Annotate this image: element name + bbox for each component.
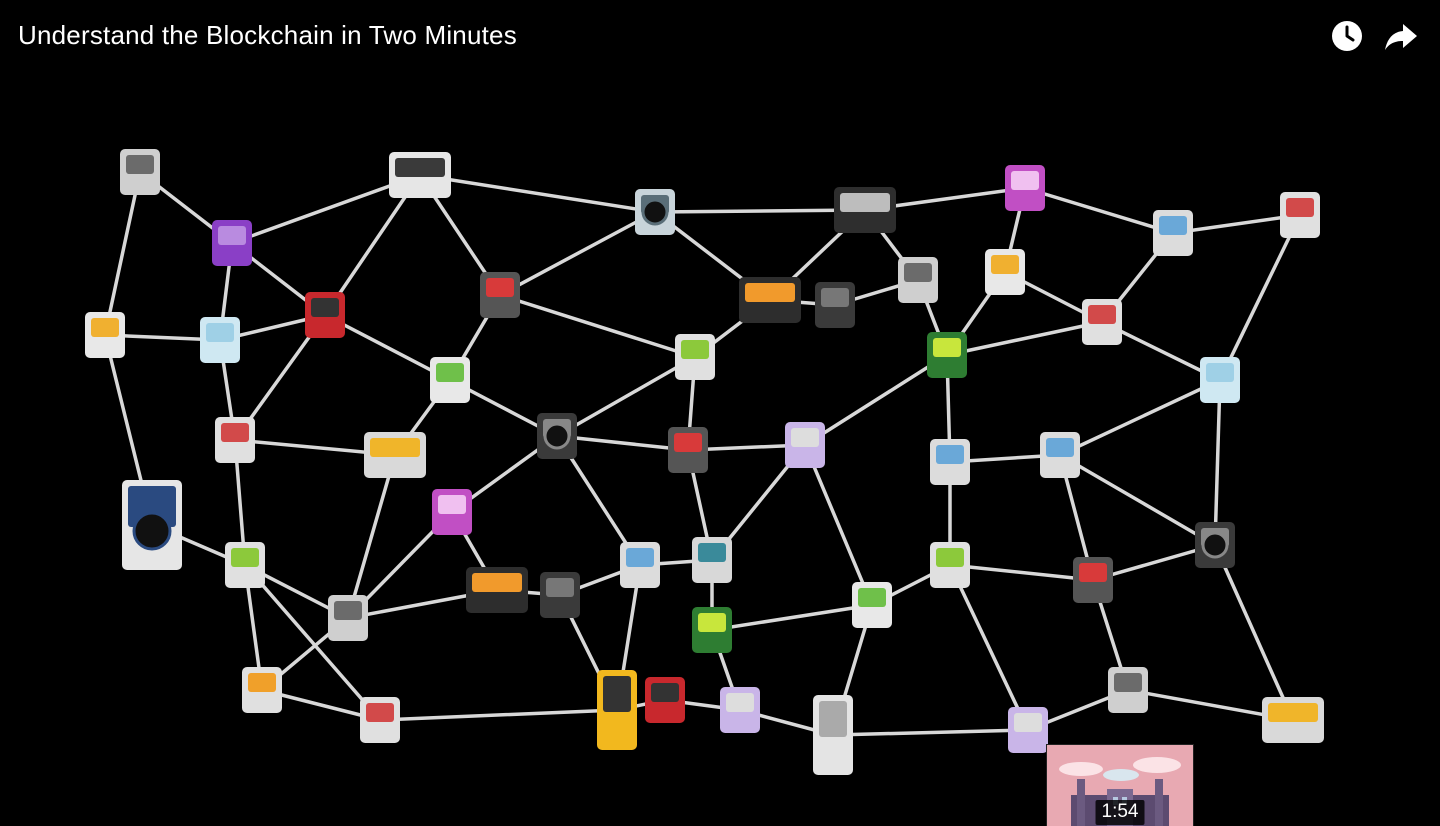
blender-icon bbox=[360, 697, 400, 743]
blender-icon bbox=[1082, 299, 1122, 345]
watch-later-button[interactable] bbox=[1325, 14, 1369, 58]
network-nodes bbox=[85, 149, 1324, 775]
phone-icon bbox=[620, 542, 660, 588]
video-duration: 1:54 bbox=[1095, 800, 1145, 825]
camera-icon bbox=[1195, 522, 1235, 568]
network-link bbox=[945, 320, 1104, 357]
fan-icon bbox=[635, 189, 675, 235]
handmixer-icon bbox=[720, 687, 760, 733]
toaster-icon bbox=[985, 249, 1025, 295]
network-link bbox=[243, 563, 382, 722]
phone-icon bbox=[930, 439, 970, 485]
speaker-icon bbox=[815, 282, 855, 328]
network-link bbox=[948, 563, 1095, 582]
iron-icon bbox=[1005, 165, 1045, 211]
microwave-icon bbox=[1262, 697, 1324, 743]
network-link bbox=[1058, 453, 1217, 547]
radiator-icon bbox=[813, 695, 853, 775]
video-title[interactable]: Understand the Blockchain in Two Minutes bbox=[18, 20, 517, 50]
network-link bbox=[1218, 213, 1302, 382]
network-link bbox=[1058, 378, 1222, 457]
network-link bbox=[323, 173, 422, 317]
jug-icon bbox=[1200, 357, 1240, 403]
vacuum-icon bbox=[305, 292, 345, 338]
network-link bbox=[346, 453, 397, 620]
network-link bbox=[1171, 213, 1302, 235]
blender-icon bbox=[215, 417, 255, 463]
network-link bbox=[831, 728, 1030, 737]
toaster-icon bbox=[85, 312, 125, 358]
mixer-icon bbox=[930, 542, 970, 588]
network-link bbox=[1213, 543, 1295, 722]
handmixer-icon bbox=[1008, 707, 1048, 753]
network-link bbox=[803, 353, 949, 447]
pressure-icon bbox=[597, 670, 637, 750]
stereo-icon bbox=[834, 187, 896, 233]
phone-icon bbox=[1040, 432, 1080, 478]
jug-icon bbox=[200, 317, 240, 363]
washer-icon bbox=[122, 480, 182, 570]
clock-icon bbox=[1332, 21, 1362, 51]
steamer-icon bbox=[430, 357, 470, 403]
camera-icon bbox=[537, 413, 577, 459]
network-link bbox=[103, 170, 142, 337]
juicer-icon bbox=[242, 667, 282, 713]
kettle-icon bbox=[328, 595, 368, 641]
network-link bbox=[1091, 543, 1217, 582]
network-link bbox=[803, 443, 874, 607]
network-link bbox=[710, 603, 874, 632]
kettle-icon bbox=[898, 257, 938, 303]
mixer-icon bbox=[675, 334, 715, 380]
glass-icon bbox=[927, 332, 967, 378]
ricecooker-icon bbox=[692, 537, 732, 583]
network-link bbox=[555, 355, 697, 438]
kettle-icon bbox=[1108, 667, 1148, 713]
network-link bbox=[1023, 186, 1175, 235]
blender-icon bbox=[1280, 192, 1320, 238]
steamer-icon bbox=[852, 582, 892, 628]
network-link bbox=[323, 313, 452, 382]
share-arrow-icon bbox=[1385, 24, 1417, 50]
network-link bbox=[498, 293, 697, 359]
coffee-icon bbox=[1073, 557, 1113, 603]
coffee-icon bbox=[480, 272, 520, 318]
network-link bbox=[418, 173, 657, 214]
ac-icon bbox=[389, 152, 451, 198]
title-bar: Understand the Blockchain in Two Minutes bbox=[0, 0, 1440, 72]
microwave-icon bbox=[364, 432, 426, 478]
hairdryer-icon bbox=[212, 220, 252, 266]
mixer-icon bbox=[225, 542, 265, 588]
endscreen-video-card[interactable]: 1:54 bbox=[1046, 744, 1194, 826]
iron-icon bbox=[432, 489, 472, 535]
phone-icon bbox=[1153, 210, 1193, 256]
network-link bbox=[653, 208, 867, 214]
glass-icon bbox=[692, 607, 732, 653]
tv-icon bbox=[739, 277, 801, 323]
power-station-thumbnail bbox=[1047, 745, 1193, 826]
share-button[interactable] bbox=[1379, 14, 1423, 58]
network-link bbox=[555, 434, 690, 452]
network-link bbox=[498, 210, 657, 297]
network-link bbox=[378, 708, 619, 722]
coffee-icon bbox=[668, 427, 708, 473]
vacuum-icon bbox=[645, 677, 685, 723]
network-link bbox=[1213, 378, 1222, 547]
kettle-icon bbox=[120, 149, 160, 195]
speaker-icon bbox=[540, 572, 580, 618]
handmixer-icon bbox=[785, 422, 825, 468]
network-link bbox=[230, 173, 422, 245]
tv-icon bbox=[466, 567, 528, 613]
network-link bbox=[948, 563, 1030, 732]
